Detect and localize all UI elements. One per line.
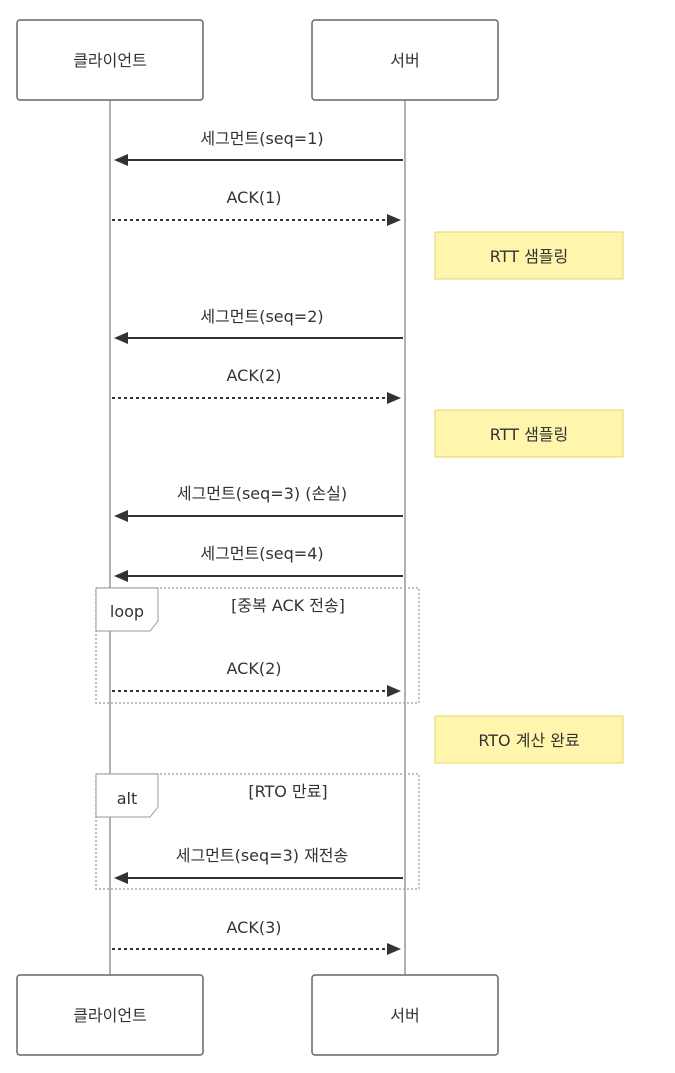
message-ack2-duplicate: ACK(2)	[112, 659, 401, 697]
actor-server-bottom-label: 서버	[390, 1006, 419, 1025]
arrowhead-left-icon	[114, 332, 128, 344]
loop-frame: loop [중복 ACK 전송]	[95, 587, 420, 704]
arrowhead-left-icon	[114, 570, 128, 582]
arrowhead-left-icon	[114, 510, 128, 522]
arrowhead-right-icon	[387, 943, 401, 955]
message-label: 세그먼트(seq=3) (손실)	[177, 484, 347, 503]
message-label: ACK(3)	[227, 918, 282, 937]
frame-tab	[95, 587, 159, 632]
frame-kind-label: alt	[117, 789, 138, 808]
message-seq3-retransmit: 세그먼트(seq=3) 재전송	[114, 846, 403, 884]
arrowhead-left-icon	[114, 154, 128, 166]
note-rto-complete: RTO 계산 완료	[434, 715, 624, 764]
actor-client-top-label: 클라이언트	[73, 51, 147, 70]
message-label: ACK(2)	[227, 366, 282, 385]
message-label: ACK(2)	[227, 659, 282, 678]
note-label: RTO 계산 완료	[478, 731, 579, 750]
actor-server-bottom: 서버	[311, 974, 499, 1056]
frame-tab	[95, 773, 159, 818]
arrowhead-right-icon	[387, 214, 401, 226]
actor-server-top-label: 서버	[390, 51, 419, 70]
actor-client-bottom: 클라이언트	[16, 974, 204, 1056]
actor-server-top: 서버	[311, 19, 499, 101]
message-label: 세그먼트(seq=4)	[200, 544, 323, 563]
message-seq4: 세그먼트(seq=4)	[114, 544, 403, 582]
message-ack3: ACK(3)	[112, 918, 401, 955]
note-label: RTT 샘플링	[490, 425, 568, 444]
arrowhead-left-icon	[114, 872, 128, 884]
message-label: ACK(1)	[227, 188, 282, 207]
message-seq1: 세그먼트(seq=1)	[114, 129, 403, 166]
note-rtt-sampling-1: RTT 샘플링	[434, 231, 624, 280]
arrowhead-right-icon	[387, 685, 401, 697]
message-label: 세그먼트(seq=2)	[200, 307, 323, 326]
frame-condition: [RTO 만료]	[248, 782, 327, 801]
message-seq2: 세그먼트(seq=2)	[114, 307, 403, 344]
message-label: 세그먼트(seq=1)	[200, 129, 323, 148]
message-ack1: ACK(1)	[112, 188, 401, 226]
message-ack2: ACK(2)	[112, 366, 401, 404]
message-seq3-lost: 세그먼트(seq=3) (손실)	[114, 484, 403, 522]
arrowhead-right-icon	[387, 392, 401, 404]
actor-client-bottom-label: 클라이언트	[73, 1006, 147, 1025]
frame-kind-label: loop	[110, 602, 144, 621]
actor-client-top: 클라이언트	[16, 19, 204, 101]
frame-condition: [중복 ACK 전송]	[231, 596, 345, 615]
note-rtt-sampling-2: RTT 샘플링	[434, 409, 624, 458]
alt-frame: alt [RTO 만료]	[95, 773, 420, 890]
note-label: RTT 샘플링	[490, 247, 568, 266]
message-label: 세그먼트(seq=3) 재전송	[176, 846, 349, 865]
